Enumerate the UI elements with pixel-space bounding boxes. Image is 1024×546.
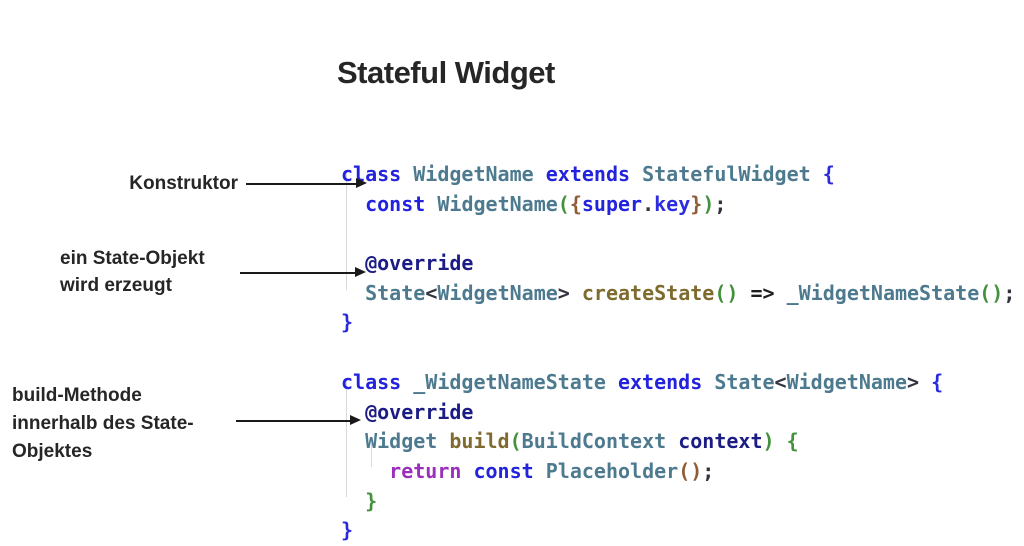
state-objekt-label-line: ein State-Objekt: [60, 248, 205, 269]
code-line: [341, 219, 1015, 249]
code-line: }: [365, 488, 378, 513]
code-line: @override: [365, 399, 474, 424]
code-line: class WidgetName extends StatefulWidget …: [341, 162, 835, 186]
build-methode-label-line: build-Methode: [12, 385, 142, 406]
build-methode-label-line: innerhalb des State-: [12, 413, 194, 434]
code-line: class _WidgetNameState extends State<Wid…: [341, 369, 944, 394]
code-line: }: [341, 310, 354, 335]
konstruktor-arrow: [246, 178, 367, 188]
code-line: Widget build(BuildContext context) {: [365, 429, 799, 454]
build-methode-arrow: [236, 415, 361, 425]
code-line: State<WidgetName> createState() => _Widg…: [365, 280, 1016, 305]
konstruktor-label-line: Konstruktor: [129, 173, 238, 194]
page-title: Stateful Widget: [337, 54, 555, 90]
indent-guide: [346, 170, 347, 290]
state-objekt-label-line: wird erzeugt: [60, 275, 172, 296]
code-line: @override: [365, 251, 474, 276]
konstruktor-label: Konstruktor: [60, 171, 238, 196]
code-line: [341, 338, 1015, 368]
indent-guide: [346, 378, 347, 497]
code-line: return const Placeholder();: [389, 458, 715, 483]
indent-guide: [371, 437, 372, 467]
code-line: }: [341, 518, 354, 543]
state-objekt-arrow: [240, 267, 366, 277]
code-block: class WidgetName extends StatefulWidget …: [341, 160, 1015, 546]
code-line: const WidgetName({super.key});: [365, 191, 727, 216]
build-methode-label: build-Methode innerhalb des State- Objek…: [12, 382, 194, 466]
state-objekt-label: ein State-Objekt wird erzeugt: [60, 245, 205, 299]
build-methode-label-line: Objektes: [12, 441, 93, 462]
